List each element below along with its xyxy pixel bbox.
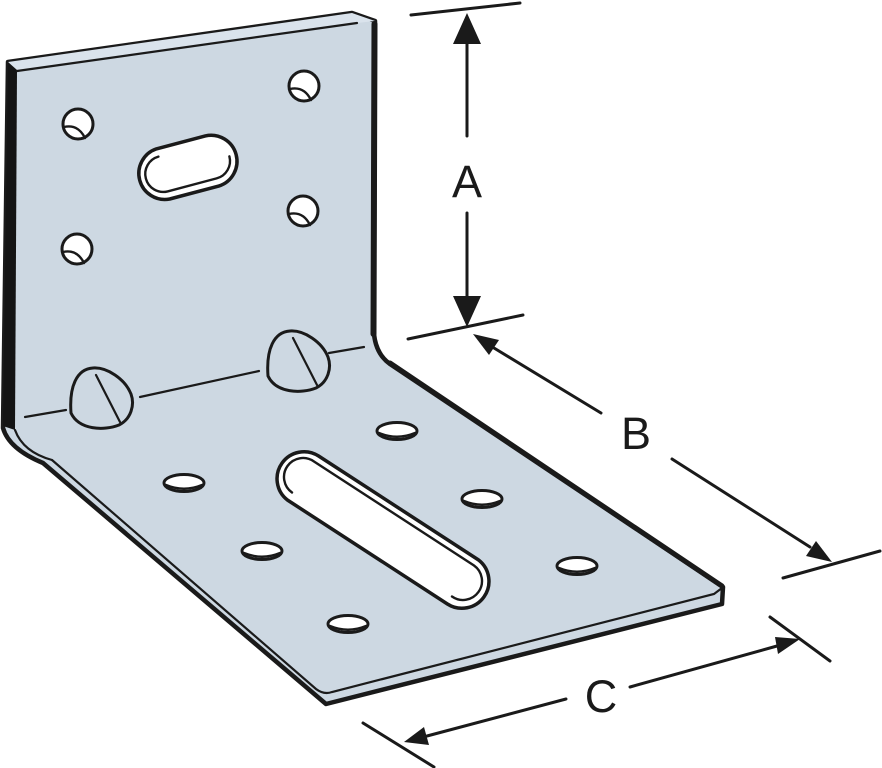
hole-wall-line — [288, 87, 313, 102]
extension-line — [781, 549, 882, 580]
dimension-c: C — [361, 615, 832, 768]
hole-wall-line — [557, 566, 597, 573]
round-hole — [287, 69, 321, 103]
arrowhead-upper-right — [775, 637, 800, 654]
far-edge-line — [387, 360, 725, 589]
hole-wall-line — [62, 125, 87, 140]
hole-wall-line — [242, 551, 282, 558]
dimension-b: B — [473, 334, 882, 580]
extension-line — [406, 313, 525, 341]
hole-wall-line — [61, 250, 86, 265]
top-edge-inner-line — [15, 21, 359, 73]
fold-line — [23, 345, 366, 419]
dimension-b-label: B — [621, 408, 651, 459]
top-edge-face — [8, 13, 375, 71]
round-hole — [61, 107, 95, 141]
arrowhead-upper-left — [473, 334, 499, 355]
hole-wall-line — [164, 483, 204, 490]
bend-inner-curve — [13, 428, 54, 462]
fold-line-segment — [327, 345, 366, 355]
obround-hole — [137, 133, 239, 202]
tab-crease-line — [291, 336, 319, 387]
tab-outline — [266, 329, 331, 393]
hole-wall-line — [328, 624, 368, 631]
hole-wall-line — [462, 499, 502, 506]
round-hole — [60, 232, 94, 266]
fold-line-segment — [138, 369, 261, 399]
dimension-line — [628, 644, 779, 689]
hole-wall-line — [377, 431, 417, 438]
vertical-flange-holes — [60, 69, 321, 266]
obround-wall-line — [144, 155, 232, 194]
dimension-a-label: A — [452, 156, 482, 207]
fold-line-segment — [23, 408, 68, 419]
extension-line — [768, 615, 832, 663]
right-edge-line — [370, 21, 378, 337]
arrowhead-lower-left — [404, 727, 429, 745]
dimension-line — [670, 457, 812, 549]
flange-edge-inner-line — [50, 458, 724, 695]
dimension-line — [492, 346, 603, 415]
tab-crease-line — [94, 373, 122, 424]
slot-wall-line — [282, 456, 484, 602]
extension-line — [409, 1, 522, 17]
bracket-silhouette — [0, 10, 726, 707]
hole-wall-line — [287, 212, 312, 227]
extension-line — [361, 721, 436, 768]
arrowhead-lower-right — [806, 541, 832, 562]
embossed-tab-left — [69, 366, 134, 430]
round-hole — [286, 194, 320, 228]
horizontal-flange-holes — [162, 421, 599, 634]
tab-outline — [69, 366, 134, 430]
dimension-c-label: C — [585, 671, 618, 722]
dimension-line — [425, 697, 568, 738]
dimension-a: A — [406, 1, 525, 341]
left-edge-face — [3, 62, 17, 430]
bracket — [0, 10, 726, 707]
embossed-tab-right — [266, 329, 331, 393]
arrowhead-down — [453, 296, 481, 327]
slot-hole — [275, 450, 491, 610]
arrowhead-up — [453, 13, 481, 44]
